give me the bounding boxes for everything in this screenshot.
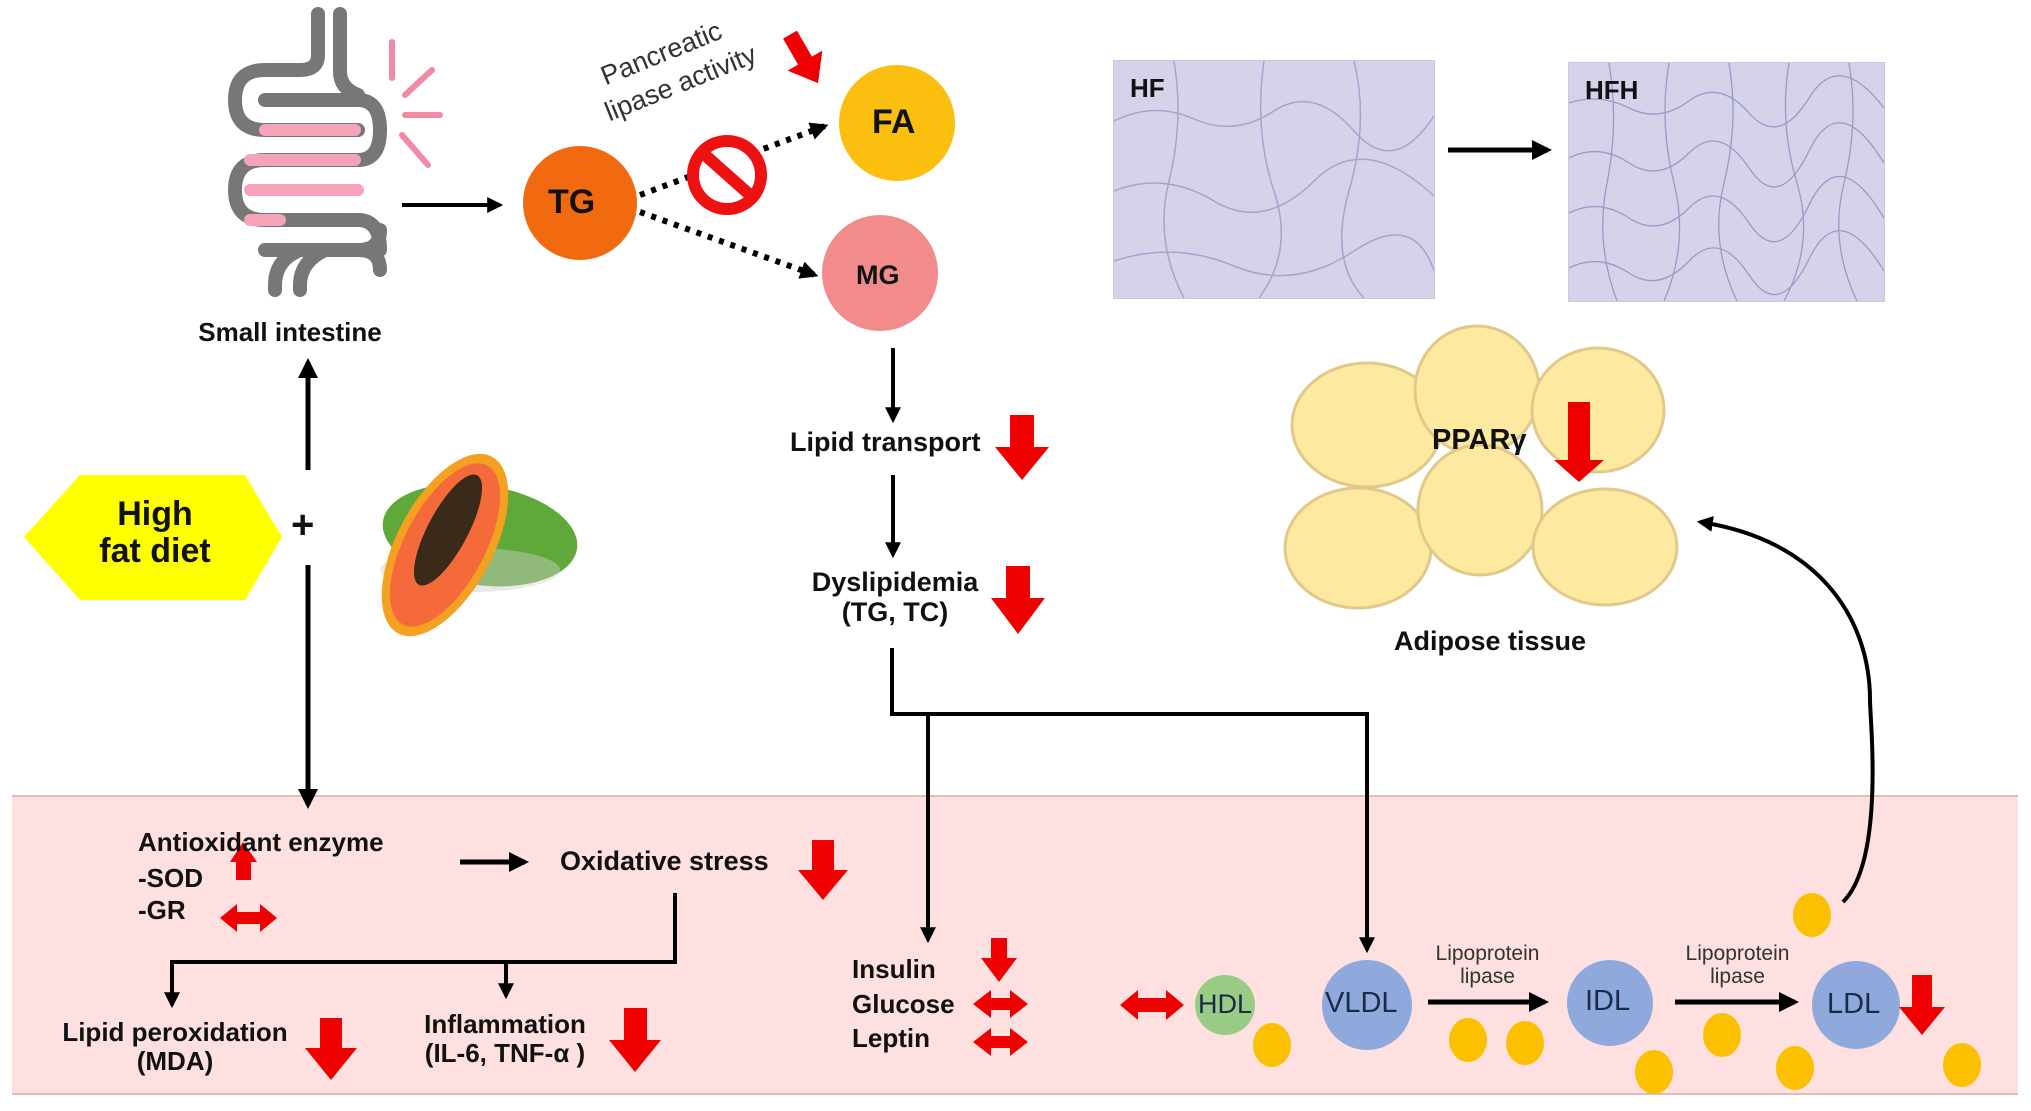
fat-droplet bbox=[1449, 1018, 1487, 1062]
hf-micrograph: HF bbox=[1113, 60, 1435, 299]
mg-node bbox=[822, 215, 938, 331]
dyslipidemia-label: Dyslipidemia (TG, TC) bbox=[800, 567, 990, 627]
fat-droplets bbox=[1253, 893, 1981, 1094]
hf-label: HF bbox=[1130, 73, 1165, 103]
enzyme2-line-2: lipase bbox=[1710, 965, 1765, 989]
dyslipidemia-line-1: Dyslipidemia bbox=[811, 567, 979, 597]
no-change-arrow-leptin bbox=[973, 1028, 1028, 1056]
small-intestine-icon bbox=[227, 7, 443, 297]
hdl-label: HDL bbox=[1198, 989, 1253, 1019]
papaya-image bbox=[380, 453, 578, 637]
high-fat-diet-hexagon bbox=[24, 475, 282, 600]
inflammation-line-1: Inflammation bbox=[424, 1009, 586, 1039]
leptin-label: Leptin bbox=[852, 1023, 930, 1053]
fa-label: FA bbox=[872, 103, 916, 141]
decrease-arrow-pancreatic-lipase bbox=[783, 30, 823, 84]
glucose-label: Glucose bbox=[852, 989, 955, 1019]
lipid-transport-label: Lipid transport bbox=[790, 427, 981, 457]
decrease-arrow-insulin bbox=[981, 938, 1017, 982]
sod-label: -SOD bbox=[138, 863, 203, 893]
lipid-peroxidation-line-2: (MDA) bbox=[136, 1045, 214, 1076]
inflammation-label: Inflammation (IL-6, TNF-α ) bbox=[410, 1010, 600, 1067]
ldl-particle bbox=[1812, 961, 1900, 1049]
no-change-arrow-hdl bbox=[1120, 990, 1184, 1020]
inflammation-line-2: (IL-6, TNF-α ) bbox=[424, 1037, 586, 1068]
tg-node bbox=[523, 146, 637, 260]
fat-droplet bbox=[1776, 1046, 1814, 1090]
fat-droplet bbox=[1635, 1050, 1673, 1094]
decrease-arrow-lipid-peroxidation bbox=[305, 1018, 357, 1080]
pparg-label: PPARγ bbox=[1432, 424, 1527, 456]
hfh-micrograph: HFH bbox=[1568, 62, 1885, 302]
no-change-arrow-gr bbox=[220, 904, 277, 932]
diet-line-1: High bbox=[117, 495, 193, 533]
adipose-tissue-illustration bbox=[1283, 324, 1679, 610]
plus-sign: + bbox=[291, 503, 315, 547]
increase-arrow-sod bbox=[230, 842, 257, 880]
no-change-arrow-glucose bbox=[973, 990, 1028, 1018]
lipoprotein-lipase-label-1: Lipoprotein lipase bbox=[1425, 942, 1550, 988]
fat-droplet bbox=[1253, 1023, 1291, 1067]
adipose-tissue-label: Adipose tissue bbox=[1393, 626, 1587, 656]
vldl-particle bbox=[1322, 960, 1412, 1050]
fat-droplet bbox=[1506, 1021, 1544, 1065]
ldl-label: LDL bbox=[1827, 988, 1881, 1020]
antioxidant-enzyme-label: Antioxidant enzyme bbox=[138, 827, 384, 857]
idl-particle bbox=[1567, 960, 1653, 1046]
dyslipidemia-line-2: (TG, TC) bbox=[841, 596, 949, 627]
decrease-arrow-ldl bbox=[1899, 975, 1945, 1035]
mg-label: MG bbox=[856, 260, 900, 290]
fat-droplet bbox=[1943, 1043, 1981, 1087]
high-fat-diet-label: High fat diet bbox=[60, 495, 250, 571]
idl-label: IDL bbox=[1585, 985, 1631, 1017]
adipocyte-texture-hfh bbox=[1569, 63, 1884, 301]
fat-droplet bbox=[1793, 893, 1831, 937]
small-intestine-label: Small intestine bbox=[198, 317, 382, 347]
insulin-label: Insulin bbox=[852, 954, 936, 984]
diet-line-2: fat diet bbox=[99, 532, 211, 571]
inhibition-icon bbox=[687, 135, 767, 215]
hfh-label: HFH bbox=[1585, 75, 1639, 105]
connector-dyslipidemia-to-vldl bbox=[890, 648, 1375, 954]
decrease-arrow-oxidative-stress bbox=[798, 840, 848, 900]
lipoprotein-lipase-label-2: Lipoprotein lipase bbox=[1675, 942, 1800, 988]
fa-node bbox=[839, 65, 955, 181]
lipid-peroxidation-label: Lipid peroxidation (MDA) bbox=[40, 1018, 310, 1075]
adipocyte-texture-hf bbox=[1114, 61, 1434, 298]
decrease-arrow-pparg bbox=[1554, 402, 1604, 482]
tg-label: TG bbox=[548, 183, 596, 221]
enzyme2-line-1: Lipoprotein bbox=[1685, 942, 1790, 965]
vldl-label: VLDL bbox=[1325, 987, 1398, 1019]
arrow-ldl-to-adipose bbox=[1696, 515, 1875, 904]
dotted-arrow-tg-to-mg bbox=[638, 209, 819, 279]
decrease-arrow-inflammation bbox=[609, 1008, 661, 1072]
connector-to-lipid-peroxidation bbox=[164, 893, 677, 1009]
fat-droplet bbox=[1703, 1013, 1741, 1057]
enzyme1-line-2: lipase bbox=[1460, 965, 1515, 989]
oxidative-stress-label: Oxidative stress bbox=[560, 846, 769, 876]
enzyme1-line-1: Lipoprotein bbox=[1435, 942, 1540, 965]
lipid-peroxidation-line-1: Lipid peroxidation bbox=[62, 1017, 288, 1047]
decrease-arrow-lipid-transport bbox=[995, 415, 1049, 480]
hdl-particle bbox=[1195, 975, 1255, 1035]
gr-label: -GR bbox=[138, 895, 186, 925]
decrease-arrow-dyslipidemia bbox=[991, 566, 1045, 634]
